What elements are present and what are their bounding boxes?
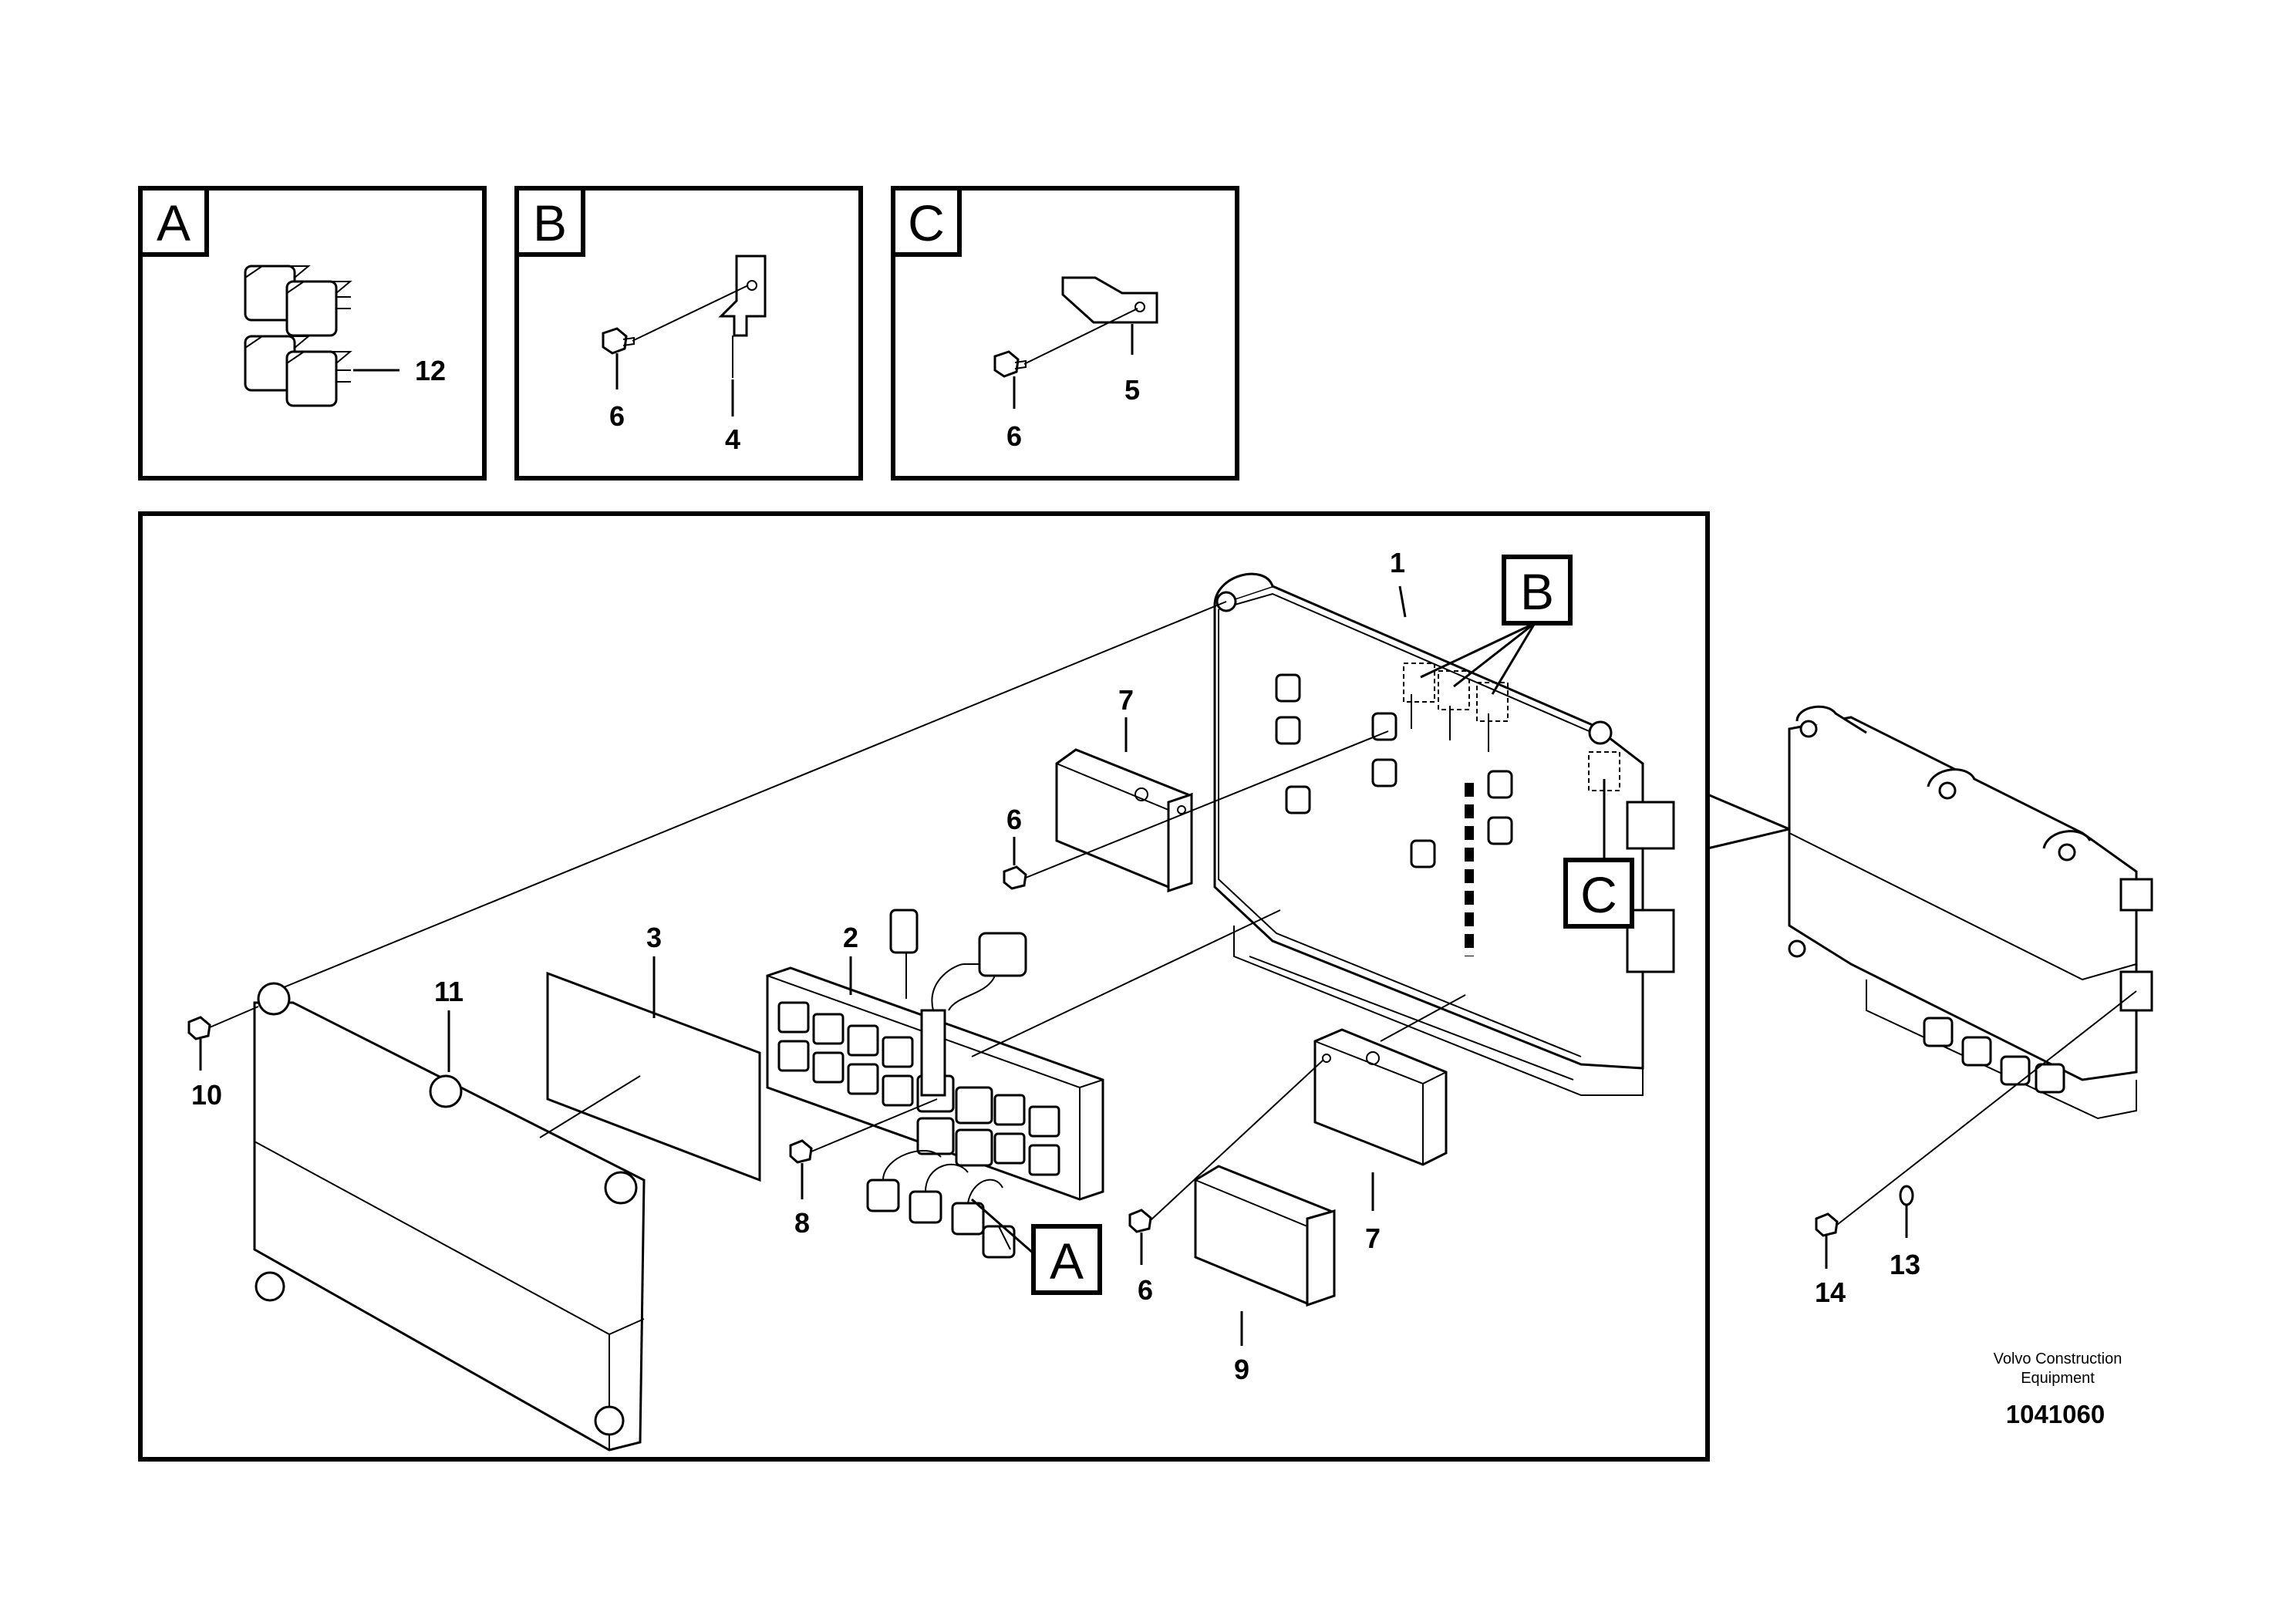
callout-6-panel-b: 6 <box>609 400 625 432</box>
callout-8: 8 <box>794 1207 810 1239</box>
bolt-icon <box>993 350 1027 378</box>
bolt-icon <box>1003 865 1027 890</box>
panel-b-tag: B <box>533 194 567 251</box>
callout-4: 4 <box>725 423 740 455</box>
callout-13: 13 <box>1890 1249 1920 1280</box>
harness-connectors-icon <box>866 1149 1016 1259</box>
standoff-icon <box>1275 673 1513 868</box>
connector-icon <box>889 909 1027 1011</box>
bolt-icon <box>602 327 635 355</box>
detail-panel-a: A 12 <box>138 186 487 481</box>
callout-7-lower: 7 <box>1365 1222 1381 1254</box>
screw-icon <box>789 1139 813 1164</box>
bracket-icon <box>1061 276 1158 324</box>
fuse-socket-icon <box>777 1001 1060 1176</box>
callout-6-lower: 6 <box>1138 1274 1153 1306</box>
footer-line-1: Volvo Construction <box>1994 1351 2122 1367</box>
bolt-icon <box>1815 1212 1839 1237</box>
main-tag-c: C <box>1580 866 1617 923</box>
footer-line-2: Equipment <box>2021 1370 2095 1387</box>
callout-10: 10 <box>191 1079 222 1111</box>
main-panel: 1 B C 7 6 <box>138 511 1793 1462</box>
callout-11: 11 <box>434 976 464 1007</box>
harness-connectors-icon <box>1923 1017 2065 1094</box>
cover-plate <box>253 982 646 1452</box>
detail-panel-c: C 5 6 <box>891 186 1239 481</box>
main-tag-b-box <box>1502 555 1573 626</box>
callout-6-upper: 6 <box>1006 804 1022 835</box>
callout-6-panel-c: 6 <box>1006 420 1022 452</box>
callout-9: 9 <box>1234 1354 1249 1385</box>
bolt-icon <box>1128 1209 1152 1233</box>
bolt-icon <box>187 1016 211 1040</box>
washer-icon <box>1899 1185 1914 1206</box>
main-tag-b: B <box>1520 563 1554 620</box>
publisher-footer: Volvo Construction Equipment 1041060 <box>1994 1351 2122 1428</box>
relay-set-icon <box>244 265 352 407</box>
relay-module-upper <box>1055 748 1193 893</box>
relay-module-lower <box>1194 1165 1336 1307</box>
panel-c-tag: C <box>908 194 945 251</box>
callout-3: 3 <box>646 922 662 953</box>
assembled-control-box <box>1788 705 2153 1120</box>
label-plate <box>546 971 761 1182</box>
relay-board <box>766 909 1104 1259</box>
main-tag-c-box <box>1563 858 1634 929</box>
callout-7-upper: 7 <box>1118 684 1134 716</box>
detail-panel-b: B 6 4 <box>514 186 863 481</box>
bracket-icon <box>718 255 767 378</box>
main-tag-a-box <box>1031 1224 1102 1295</box>
main-tag-a: A <box>1050 1233 1084 1290</box>
callout-14: 14 <box>1815 1276 1846 1308</box>
callout-12: 12 <box>415 355 446 386</box>
relay-module-back <box>1313 1028 1448 1166</box>
callout-1: 1 <box>1390 547 1405 578</box>
drawing-number: 1041060 <box>2006 1400 2105 1428</box>
panel-a-tag: A <box>157 194 190 251</box>
callout-5: 5 <box>1124 374 1140 406</box>
callout-2: 2 <box>843 922 858 953</box>
